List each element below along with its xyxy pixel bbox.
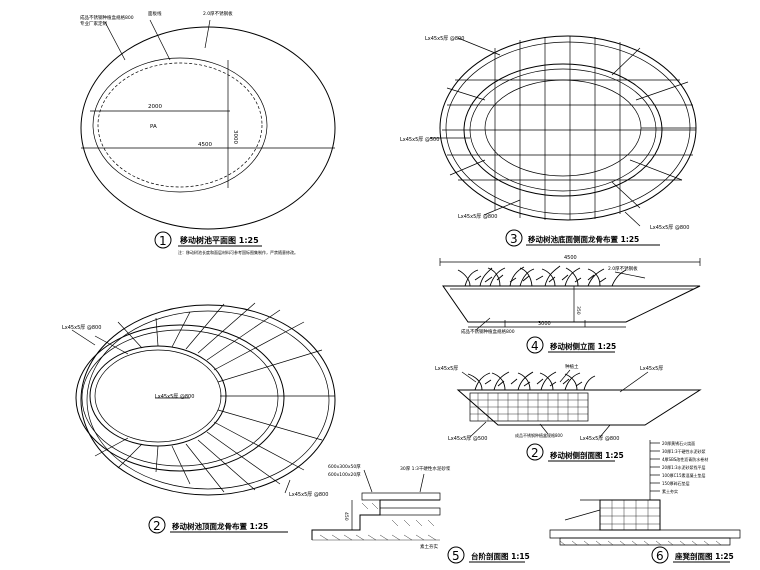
top-frame-title: 移动树池顶面龙骨布置 1:25 [172,521,268,531]
bottom-frame-diagram: Lx45x5厚 @800 Lx45x5厚 @500 Lx45x5厚 @800 L… [400,35,697,247]
step-label-c: 30厚 1:3干硬性水泥砂浆 [400,465,451,472]
plan-label-edge: 面板线 [148,10,162,17]
side-elevation-diagram: 4500 3000 350 2.0厚不锈钢板 成品不锈钢种植盒规格800 4 移… [439,255,701,354]
step-section-diagram: 450 600x300x50厚 600x100x20厚 30厚 1:3干硬性水泥… [311,464,530,564]
top-frame-label-1: Lx45x5厚 @800 [62,325,101,331]
plan-pa-label: PA [150,124,157,130]
bottom-frame-number: 3 [510,232,518,246]
step-label-e: 素土夯实 [420,543,438,550]
bench-note-6: 150厚碎石垫层 [662,480,690,486]
bench-note-1: 20厚黄锈石火烧面 [662,440,695,446]
bottom-frame-label-3: Lx45x5厚 @800 [458,214,497,220]
section-label-3: Lx45x5厚 [640,366,663,372]
elevation-dim-top: 4500 [564,255,577,261]
step-number: 5 [452,549,460,563]
section-label-6: 成品不锈钢种植盒规格800 [515,432,563,438]
bottom-frame-label-1: Lx45x5厚 @800 [425,36,464,42]
plan-label-custom: 专业厂家定制 [80,20,107,27]
section-label-4: Lx45x5厚 @500 [448,436,487,442]
step-dim-height: 450 [343,512,349,521]
plan-note: 注：移动树池长度和面层材料可参考国标图集制作，严禁随意修改。 [178,249,298,255]
bench-number-circle [651,546,669,564]
section-label-soil: 种植土 [565,363,579,370]
plan-label-box: 成品不锈钢种植盒规格800 [80,14,134,21]
bottom-frame-title: 移动树池底面侧面龙骨布置 1:25 [528,234,639,244]
bottom-frame-label-4: Lx45x5厚 @800 [650,225,689,231]
plan-number-circle [154,231,172,249]
bench-note-2: 30厚1:3干硬性水泥砂浆 [662,448,706,454]
plan-dim-outer: 4500 [198,142,212,148]
elevation-note-steel: 2.0厚不锈钢板 [608,265,638,272]
bench-note-5: 100厚C15素混凝土垫层 [662,472,706,478]
elevation-number-circle [526,336,544,354]
elevation-number: 4 [531,339,539,353]
bottom-frame-number-circle [505,229,523,247]
section-title: 移动树侧剖面图 1:25 [550,450,624,460]
plan-label-steel: 2.0厚不锈钢板 [203,10,233,17]
bench-note-7: 素土夯实 [662,488,678,494]
side-section-diagram: Lx45x5厚 种植土 Lx45x5厚 Lx45x5厚 @500 Lx45x5厚… [435,363,702,462]
plan-view-diagram: 成品不锈钢种植盒规格800 专业厂家定制 面板线 2.0厚不锈钢板 2000 P… [80,10,336,255]
plan-dim-inner: 2000 [148,104,162,110]
bench-number: 6 [656,549,664,563]
bench-title: 座凳剖面图 1:25 [674,551,734,561]
bench-note-4: 20厚1:3水泥砂浆找平层 [662,464,706,470]
section-number: 2 [531,446,539,460]
top-frame-number: 2 [153,519,161,533]
plan-title: 移动树池平面图 1:25 [180,235,259,245]
elevation-title: 移动树侧立面 1:25 [550,341,616,351]
bench-section-diagram: 20厚黄锈石火烧面 30厚1:3干硬性水泥砂浆 4厚SBS改性沥青防水卷材 20… [549,440,741,564]
top-frame-diagram: Lx45x5厚 @800 Lx45x5厚 @800 Lx45x5厚 @800 2… [62,302,336,534]
top-frame-label-3: Lx45x5厚 @800 [289,492,328,498]
top-frame-label-2: Lx45x5厚 @800 [155,394,194,400]
plan-dim-vertical: 3000 [232,130,238,144]
step-number-circle [447,546,465,564]
step-label-b: 600x100x20厚 [328,472,361,478]
top-frame-number-circle [148,516,166,534]
section-label-5: Lx45x5厚 @800 [580,436,619,442]
elevation-dim-bottom: 3000 [538,321,551,327]
bench-note-3: 4厚SBS改性沥青防水卷材 [662,456,708,462]
plan-number: 1 [159,234,167,248]
bottom-frame-label-2: Lx45x5厚 @500 [400,137,439,143]
elevation-note-box: 成品不锈钢种植盒规格800 [461,328,515,335]
step-title: 台阶剖面图 1:15 [471,551,530,561]
step-label-a: 600x300x50厚 [328,464,361,470]
elevation-dim-height: 350 [575,306,581,315]
section-number-circle [526,443,544,461]
section-label-1: Lx45x5厚 [435,366,458,372]
